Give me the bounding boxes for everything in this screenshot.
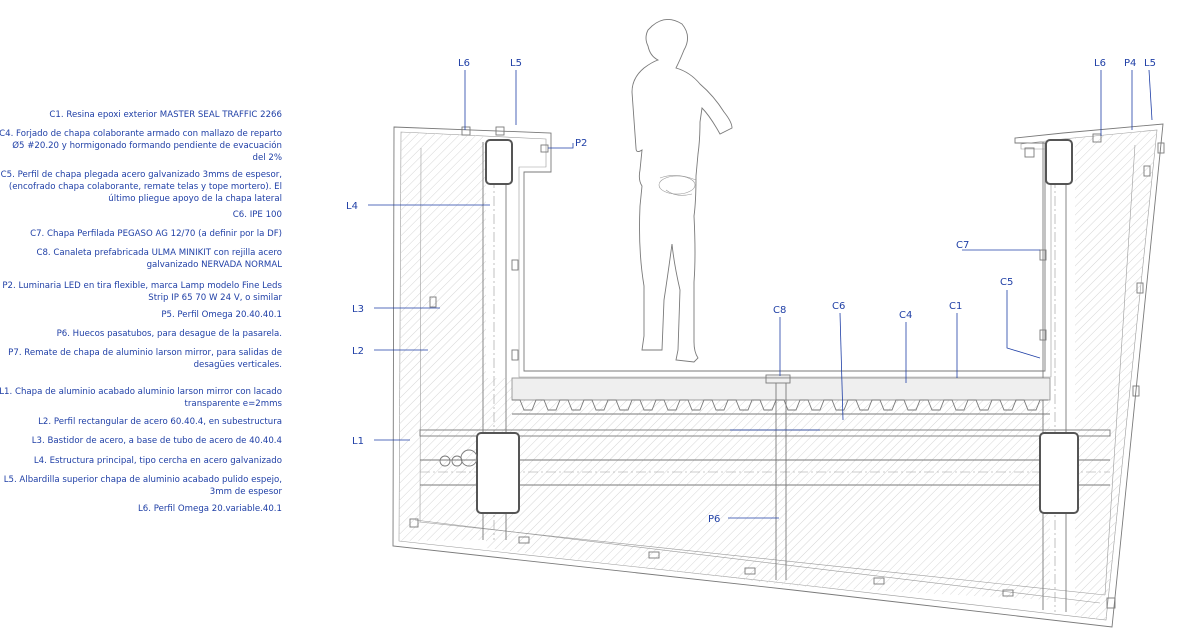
outer-envelope: [392, 123, 1164, 628]
callout-l4: L4: [346, 201, 358, 212]
callout-p6: P6: [708, 514, 720, 525]
section-drawing: L6 L5 P2 L4 L3 L2 L1 L6 P4 L5 C7 C5 C8 C…: [346, 19, 1165, 628]
note-l1: L1. Chapa de aluminio acabado aluminio l…: [0, 387, 282, 409]
note-p6: P6. Huecos pasatubos, para desague de la…: [56, 329, 282, 339]
note-l4: L4. Estructura principal, tipo cercha en…: [33, 456, 282, 466]
note-c6: C6. IPE 100: [232, 210, 282, 220]
note-p7: P7. Remate de chapa de aluminio larson m…: [8, 348, 282, 370]
coping-profiles: [461, 126, 1165, 158]
note-c1: C1. Resina epoxi exterior MASTER SEAL TR…: [49, 110, 282, 120]
note-l6: L6. Perfil Omega 20.variable.40.1: [137, 504, 282, 514]
callout-c1: C1: [949, 301, 962, 312]
callout-l6-right: L6: [1094, 58, 1106, 69]
callout-c8: C8: [773, 305, 786, 316]
callout-l5-left: L5: [510, 58, 522, 69]
callout-l1: L1: [352, 436, 364, 447]
note-l2: L2. Perfil rectangular de acero 60.40.4,…: [38, 417, 282, 427]
callout-l2: L2: [352, 346, 364, 357]
truss-chords: [419, 429, 1111, 486]
note-c4: C4. Forjado de chapa colaborante armado …: [0, 129, 282, 163]
note-p5: P5. Perfil Omega 20.40.40.1: [161, 310, 282, 320]
callout-l6-left: L6: [458, 58, 470, 69]
truss-nodes: [439, 139, 1079, 514]
callout-p4: P4: [1124, 58, 1136, 69]
note-l5: L5. Albardilla superior chapa de alumini…: [3, 475, 282, 497]
legend-notes: C1. Resina epoxi exterior MASTER SEAL TR…: [0, 0, 290, 644]
callout-l5-right: L5: [1144, 58, 1156, 69]
callout-p2: P2: [575, 138, 587, 149]
clip-details: [409, 165, 1151, 609]
callout-c7: C7: [956, 240, 969, 251]
note-c8: C8. Canaleta prefabricada ULMA MINIKIT c…: [36, 248, 282, 270]
leader-lines: [368, 69, 1153, 519]
person-figure: [631, 19, 733, 363]
main-truss: [482, 142, 1067, 612]
callout-c5: C5: [1000, 277, 1013, 288]
note-c7: C7. Chapa Perfilada PEGASO AG 12/70 (a d…: [30, 229, 282, 239]
note-p2: P2. Luminaria LED en tira flexible, marc…: [2, 281, 282, 303]
callout-c4: C4: [899, 310, 912, 321]
callout-labels: L6 L5 P2 L4 L3 L2 L1 L6 P4 L5 C7 C5 C8 C…: [346, 58, 1156, 525]
note-c5: C5. Perfil de chapa plegada acero galvan…: [0, 170, 282, 204]
callout-l3: L3: [352, 304, 364, 315]
note-l3: L3. Bastidor de acero, a base de tubo de…: [31, 436, 282, 446]
inner-frame: [414, 144, 1136, 604]
callout-c6: C6: [832, 301, 845, 312]
deck-slab: [511, 374, 1051, 580]
